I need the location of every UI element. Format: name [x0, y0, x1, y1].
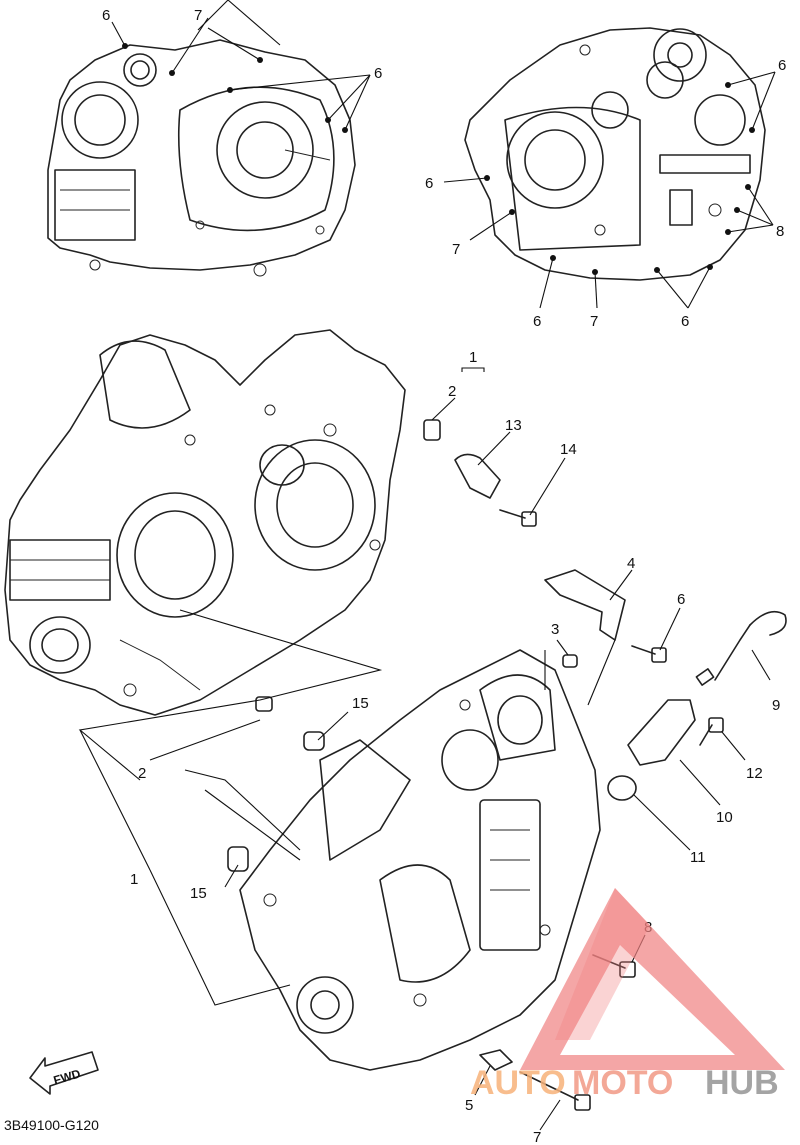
callout-1-left: 1 [130, 871, 138, 888]
callout-10: 10 [716, 809, 733, 826]
callout-15-upper: 15 [352, 695, 369, 712]
callout-label: 6 [681, 313, 689, 330]
watermark-triangle [520, 888, 785, 1070]
callout-label: 6 [374, 65, 382, 82]
callout-3: 3 [551, 621, 559, 638]
watermark-text-auto: AUTO [470, 1064, 566, 1102]
callout-6: 6 [677, 591, 685, 608]
callout-label: 6 [778, 57, 786, 74]
top-right-crankcase-view: 6 6 7 8 6 7 6 [425, 27, 786, 330]
watermark-logo: AUTO MOTO HUB [470, 888, 785, 1102]
fwd-arrow: FWD [29, 1051, 99, 1095]
callout-5: 5 [465, 1097, 473, 1114]
callout-label: 6 [102, 7, 110, 24]
small-parts [454, 453, 787, 1111]
callout-4: 4 [627, 555, 635, 572]
callout-7: 7 [533, 1129, 541, 1145]
callout-labels: 1 2 13 14 4 6 3 9 15 2 12 10 11 1 15 8 5… [130, 349, 780, 1145]
callout-label: 7 [590, 313, 598, 330]
watermark-text-hub: HUB [705, 1064, 779, 1102]
top-left-crankcase-view: 6 7 6 [47, 0, 382, 277]
right-crankcase-half [227, 649, 601, 1071]
callout-13: 13 [505, 417, 522, 434]
leader-lines [78, 367, 771, 1131]
left-crankcase-half [4, 329, 441, 716]
watermark-text-moto: MOTO [572, 1064, 673, 1102]
callout-15-lower: 15 [190, 885, 207, 902]
callout-label: 7 [194, 7, 202, 24]
callout-label: 8 [776, 223, 784, 240]
callout-2-top: 2 [448, 383, 456, 400]
part-code: 3B49100-G120 [4, 1117, 99, 1133]
callout-1-top: 1 [469, 349, 477, 366]
fwd-label: FWD [52, 1066, 82, 1087]
callout-2-mid: 2 [138, 765, 146, 782]
callout-label: 7 [452, 241, 460, 258]
callout-14: 14 [560, 441, 577, 458]
callout-11: 11 [690, 849, 706, 866]
callout-label: 6 [425, 175, 433, 192]
callout-12: 12 [746, 765, 763, 782]
callout-9: 9 [772, 697, 780, 714]
callout-label: 6 [533, 313, 541, 330]
